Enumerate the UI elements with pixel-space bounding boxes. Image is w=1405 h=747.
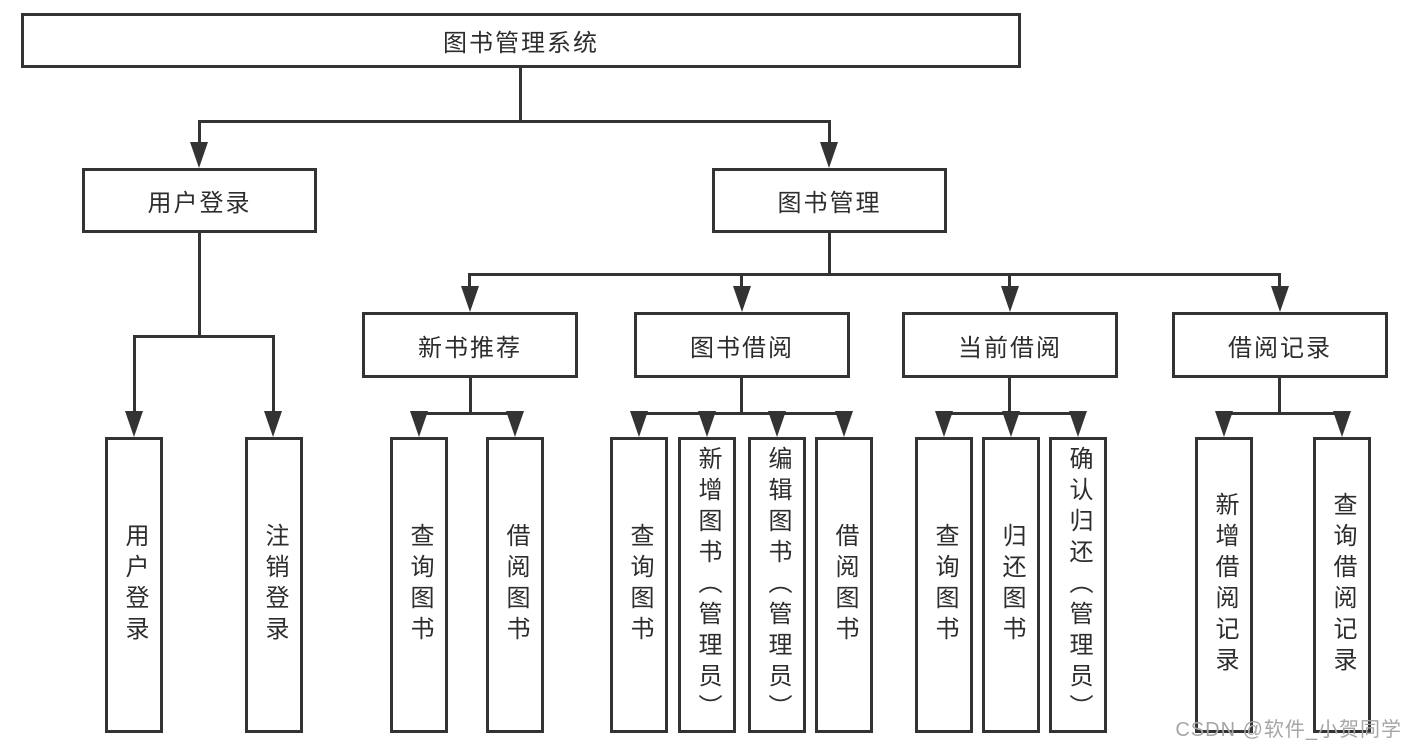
arrowhead-leaf-add-books <box>698 411 716 437</box>
node-current-borrow: 当前借阅 <box>902 312 1118 378</box>
arrowhead-current-borrow <box>1001 286 1019 312</box>
leaf-user-login: 用户登录 <box>105 437 163 733</box>
leaf-label: 借阅图书 <box>502 523 529 647</box>
arrowhead-leaf-logout <box>264 411 282 437</box>
leaf-query-books-3: 查询图书 <box>915 437 973 733</box>
connector-current-borrow-stem <box>1008 378 1011 412</box>
connector-drop-book-borrow <box>740 273 743 289</box>
node-borrow-records: 借阅记录 <box>1172 312 1388 378</box>
connector-borrow-records-branch <box>1223 412 1343 415</box>
arrowhead-leaf-borrow-books-1 <box>506 411 524 437</box>
leaf-label: 新增图书（管理员） <box>694 445 721 725</box>
connector-new-book-stem <box>469 378 472 412</box>
arrowhead-leaf-add-record <box>1215 411 1233 437</box>
leaf-label: 查询借阅记录 <box>1329 492 1356 678</box>
arrowhead-leaf-borrow-books-2 <box>835 411 853 437</box>
arrowhead-borrow-records <box>1271 286 1289 312</box>
leaf-label: 查询图书 <box>626 523 653 647</box>
connector-book-borrow-branch <box>638 412 845 415</box>
leaf-add-books-admin: 新增图书（管理员） <box>678 437 736 733</box>
connector-drop-new-book <box>468 273 471 289</box>
node-label: 图书借阅 <box>690 334 794 362</box>
node-book-management: 图书管理 <box>712 168 947 233</box>
arrowhead-leaf-return-books <box>1002 411 1020 437</box>
connector-user-login-stem <box>198 233 201 335</box>
connector-root-branch <box>198 120 831 123</box>
connector-drop-user-login <box>198 120 201 145</box>
arrowhead-user-login <box>190 142 208 168</box>
arrowhead-leaf-query-record <box>1333 411 1351 437</box>
node-label: 图书管理 <box>777 190 882 217</box>
connector-drop-leaf-user-login <box>133 335 136 414</box>
arrowhead-leaf-user-login <box>125 411 143 437</box>
leaf-logout: 注销登录 <box>245 437 303 733</box>
leaf-label: 查询图书 <box>931 523 958 647</box>
node-label: 新书推荐 <box>418 334 522 362</box>
leaf-label: 查询图书 <box>406 523 433 647</box>
connector-borrow-records-stem <box>1278 378 1281 412</box>
connector-drop-borrow-records <box>1278 273 1281 289</box>
arrowhead-book-borrow <box>733 286 751 312</box>
node-label: 借阅记录 <box>1228 334 1332 362</box>
arrowhead-leaf-confirm-return <box>1069 411 1087 437</box>
connector-drop-current-borrow <box>1008 273 1011 289</box>
connector-root-stem <box>519 68 522 120</box>
connector-book-management-stem <box>828 233 831 273</box>
connector-drop-book-management <box>828 120 831 145</box>
leaf-label: 编辑图书（管理员） <box>764 445 791 725</box>
node-label: 图书管理系统 <box>443 30 599 57</box>
arrowhead-leaf-query-books-3 <box>935 411 953 437</box>
node-label: 当前借阅 <box>958 334 1062 362</box>
leaf-query-books-2: 查询图书 <box>610 437 668 733</box>
leaf-add-borrow-record: 新增借阅记录 <box>1195 437 1253 733</box>
leaf-label: 借阅图书 <box>831 523 858 647</box>
node-label: 用户登录 <box>147 190 252 217</box>
leaf-borrow-books-1: 借阅图书 <box>486 437 544 733</box>
leaf-query-borrow-record: 查询借阅记录 <box>1313 437 1371 733</box>
leaf-label: 归还图书 <box>998 523 1025 647</box>
arrowhead-leaf-query-books-1 <box>410 411 428 437</box>
node-book-borrow: 图书借阅 <box>634 312 850 378</box>
node-user-login: 用户登录 <box>82 168 317 233</box>
connector-book-management-branch <box>469 273 1281 276</box>
leaf-label: 新增借阅记录 <box>1211 492 1238 678</box>
node-library-system: 图书管理系统 <box>21 13 1021 68</box>
arrowhead-leaf-edit-books <box>768 411 786 437</box>
watermark-csdn: CSDN @软件_小贺同学 <box>1175 719 1402 741</box>
leaf-label: 注销登录 <box>261 523 288 647</box>
connector-user-login-branch <box>133 335 275 338</box>
leaf-return-books: 归还图书 <box>982 437 1040 733</box>
arrowhead-book-management <box>820 142 838 168</box>
connector-new-book-branch <box>418 412 517 415</box>
leaf-confirm-return-admin: 确认归还（管理员） <box>1049 437 1107 733</box>
leaf-label: 用户登录 <box>121 523 148 647</box>
arrowhead-leaf-query-books-2 <box>630 411 648 437</box>
connector-drop-leaf-logout <box>272 335 275 414</box>
leaf-query-books-1: 查询图书 <box>390 437 448 733</box>
connector-book-borrow-stem <box>740 378 743 412</box>
arrowhead-new-book <box>461 286 479 312</box>
leaf-borrow-books-2: 借阅图书 <box>815 437 873 733</box>
node-new-book-recommend: 新书推荐 <box>362 312 578 378</box>
leaf-label: 确认归还（管理员） <box>1065 445 1092 725</box>
leaf-edit-books-admin: 编辑图书（管理员） <box>748 437 806 733</box>
